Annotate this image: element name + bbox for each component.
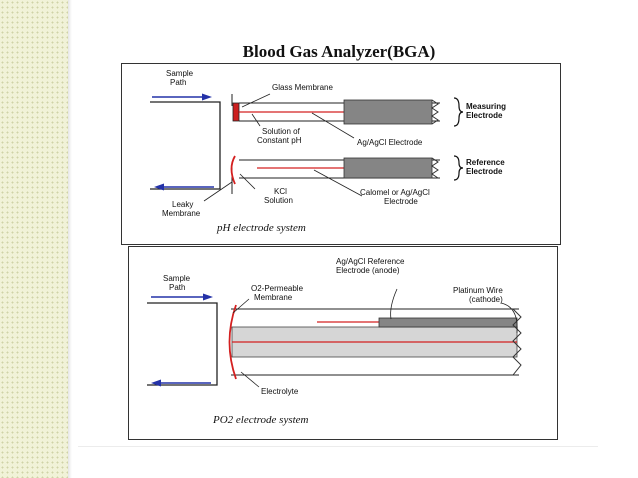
leader-o2-membrane [232, 298, 250, 314]
sample-path-channel [150, 101, 221, 190]
leader-agcl [311, 112, 355, 139]
leader-platinum [500, 302, 518, 334]
glass-membrane [232, 102, 240, 122]
leader-solution [251, 113, 261, 127]
po2-caption: PO2 electrode system [212, 414, 309, 426]
leader-calomel [313, 169, 363, 197]
ph-caption: pH electrode system [216, 222, 306, 234]
flow-arrowhead-out [154, 183, 164, 191]
leader-glass-membrane [241, 93, 271, 108]
measuring-brace [453, 97, 464, 127]
flow-arrowhead-in [203, 293, 213, 301]
decorative-side-strip [0, 0, 72, 478]
leader-electrolyte [240, 371, 260, 388]
leader-leaky-membrane [203, 181, 233, 202]
label-platinum-wire: Platinum Wire(cathode) [453, 286, 503, 304]
label-electrolyte: Electrolyte [261, 387, 299, 396]
reference-electrode-body [343, 157, 433, 179]
label-glass-membrane: Glass Membrane [272, 83, 333, 92]
reference-break-mark [431, 157, 439, 179]
leader-kcl [239, 173, 256, 190]
bottom-rule [78, 446, 598, 447]
slide-title: Blood Gas Analyzer(BGA) [242, 42, 436, 61]
sample-path-channel [147, 302, 218, 386]
agcl-anode-body [378, 317, 518, 328]
flow-arrowhead-out [151, 379, 161, 387]
electrode-break-mark [512, 308, 522, 376]
label-agcl-electrode: Ag/AgCl Electrode [357, 138, 423, 147]
reference-brace [453, 155, 464, 181]
leaky-membrane [230, 155, 236, 185]
measuring-break-mark [431, 99, 439, 125]
measuring-electrode-body [343, 99, 433, 125]
leader-agcl-reference [390, 288, 398, 320]
flow-arrowhead-in [202, 93, 212, 101]
